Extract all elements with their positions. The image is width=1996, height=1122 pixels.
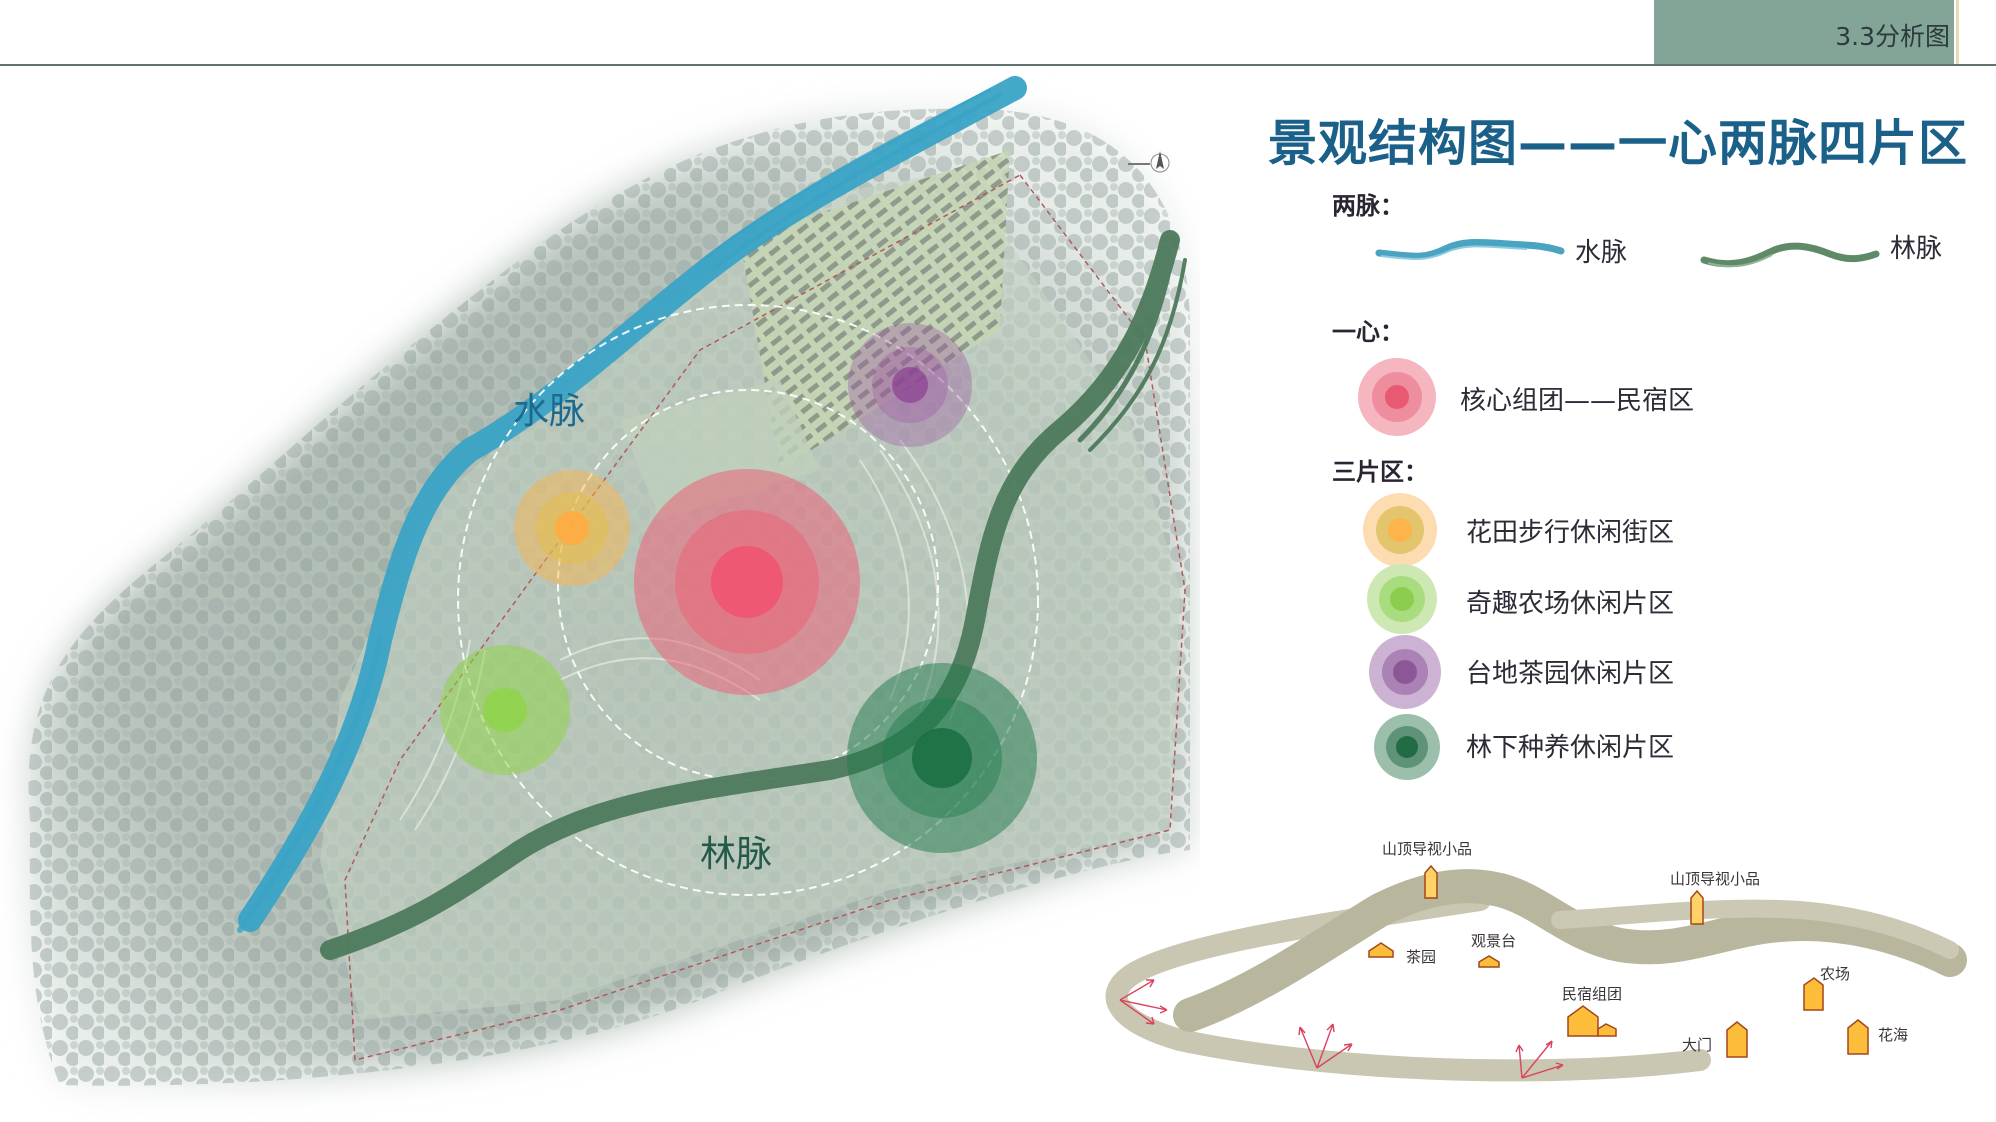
- forest-zone-swatch-icon: [1374, 714, 1440, 780]
- core-zone-swatch-icon: [1358, 358, 1436, 436]
- site-plan-map: 水脉 林脉: [0, 70, 1200, 1122]
- legend-tea-zone-label: 台地茶园休闲片区: [1466, 659, 1675, 689]
- farm-zone-swatch-icon: [1367, 564, 1437, 634]
- water-vein-path: [237, 76, 1027, 933]
- water-vein-swatch-icon: [1375, 239, 1565, 260]
- homestay-marker-icon: [1567, 1005, 1599, 1037]
- legend-heading-one-core: 一心：: [1332, 318, 1404, 346]
- legend-heading-three-zones: 三片区：: [1332, 458, 1428, 486]
- legend-heading-two-veins: 两脉：: [1332, 192, 1404, 220]
- gate-marker-icon: [1726, 1021, 1748, 1058]
- flower-zone-swatch-icon: [1363, 493, 1437, 567]
- header-tab: [1654, 0, 1954, 65]
- terrain-area: [28, 108, 1190, 1086]
- forest-vein-swatch-icon: [1700, 242, 1880, 268]
- zone-forest-farming: [847, 663, 1037, 853]
- zone-flower-street: [514, 470, 630, 586]
- legend-core-label: 核心组团——民宿区: [1460, 386, 1695, 416]
- zone-fun-farm: [440, 645, 570, 775]
- summit-sign-marker-icon: [1690, 889, 1704, 925]
- sketch-label-summit-sign-2: 山顶导视小品: [1670, 870, 1761, 888]
- header-divider: [0, 64, 1996, 66]
- site-plan-graphic: [28, 76, 1190, 1086]
- sketch-label-main-gate: 大门: [1682, 1036, 1713, 1054]
- north-arrow-icon: [1150, 151, 1170, 173]
- legend-flower-zone-label: 花田步行休闲街区: [1466, 518, 1675, 548]
- sightline-arrows-icon: [1119, 979, 1564, 1079]
- legend-water-vein-label: 水脉: [1575, 238, 1628, 268]
- sketch-label-flower-sea: 花海: [1878, 1026, 1909, 1044]
- sketch-label-homestay-cluster: 民宿组团: [1562, 985, 1623, 1003]
- sketch-label-tea-garden: 茶园: [1406, 948, 1437, 966]
- sketch-graphic: [1105, 864, 1967, 1082]
- sketch-label-viewing-platform: 观景台: [1471, 932, 1517, 950]
- header-accent-bar: [1956, 0, 1959, 65]
- tea-garden-marker-icon: [1368, 942, 1394, 958]
- legend-forest-zone-label: 林下种养休闲片区: [1466, 733, 1675, 763]
- sketch-label-summit-sign-1: 山顶导视小品: [1382, 840, 1473, 858]
- sketch-label-farm: 农场: [1820, 965, 1851, 983]
- summit-sign-marker-icon: [1424, 864, 1438, 899]
- map-label-water-vein: 水脉: [513, 391, 586, 432]
- legend-forest-vein-label: 林脉: [1890, 234, 1943, 264]
- diagram-title: 景观结构图——一心两脉四片区: [1268, 115, 1969, 172]
- homestay-marker-icon: [1597, 1023, 1617, 1037]
- legend-farm-zone-label: 奇趣农场休闲片区: [1466, 589, 1675, 619]
- tea-zone-swatch-icon: [1369, 635, 1441, 709]
- spatial-sequence-sketch: 山顶导视小品 山顶导视小品 茶园 观景台 民宿组团 农场 大门 花海: [1100, 830, 1980, 1110]
- zone-core-homestay: [634, 469, 860, 695]
- page-section-title: 3.3分析图: [1835, 22, 1950, 51]
- zone-tea-garden: [848, 323, 972, 447]
- flower-sea-marker-icon: [1847, 1019, 1869, 1055]
- farm-marker-icon: [1803, 977, 1824, 1011]
- sketch-markers: [1368, 864, 1869, 1058]
- viewing-platform-marker-icon: [1478, 955, 1500, 968]
- map-label-forest-vein: 林脉: [700, 834, 773, 875]
- scale-bar-icon: [1128, 163, 1150, 165]
